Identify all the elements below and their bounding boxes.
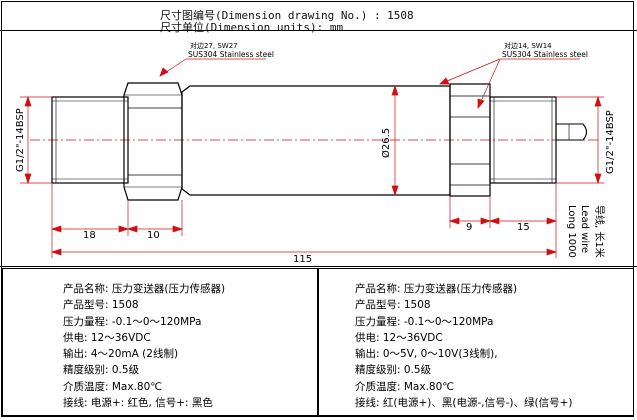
diameter-label: Ø26.5 [380,128,392,158]
header-rule [0,30,637,31]
spec-line: 产品名称: 压力变送器(压力传感器) [355,283,518,295]
spec-line: 精度级别: 0.5级 [355,364,432,377]
spec-line: 介质温度: Max.80℃ [63,380,163,393]
dim-10: 10 [147,230,160,241]
lead-wire-cn: 导线, 长1米 [593,205,606,258]
diameter-dimension [391,84,399,197]
spec-line: 精度级别: 0.5级 [63,364,140,377]
right-thread-spec: G1/2"-14BSP [605,110,616,174]
thread-dimension-lines [20,95,604,185]
left-thread-spec: G1/2"-14BSP [15,108,26,172]
dim-9: 9 [466,222,472,233]
drawing-number-line: 尺寸图编号(Dimension drawing No.) : 1508 [160,9,414,22]
right-spanner-size: 对边14, SW14 [504,41,552,50]
right-material-label: SUS304 Stainless steel [502,50,588,59]
lead-wire-en-1: Lead wire [579,205,590,253]
left-material-label: SUS304 Stainless steel [188,50,274,59]
length-dimension-lines [50,217,558,256]
section-rule [0,266,637,267]
spec-line: 供电: 12～36VDC [63,331,151,344]
spec-line: 压力量程: -0.1～0～120MPa [355,315,494,328]
left-hex-nut [123,82,183,201]
dim-15: 15 [517,222,530,233]
spec-list-right: 产品名称: 压力变送器(压力传感器) 产品型号: 1508 压力量程: -0.1… [355,281,572,411]
lead-wire-cable [555,123,588,141]
spec-line: 接线: 红(电源+)、黑(电源-,信号-)、绿(信号+) [355,397,573,410]
left-spanner-size: 对边27, SW27 [190,41,238,50]
dim-18: 18 [83,230,96,241]
spec-list-left: 产品名称: 压力变送器(压力传感器) 产品型号: 1508 压力量程: -0.1… [63,281,225,411]
spec-line: 输出: 0～5V, 0～10V(3线制), [355,348,498,361]
spec-line: 产品型号: 1508 [63,299,139,312]
spec-panel-current-output: 产品名称: 压力变送器(压力传感器) 产品型号: 1508 压力量程: -0.1… [2,268,318,416]
main-body [181,85,451,196]
spec-line: 接线: 电源+: 红色, 信号+: 黑色 [63,397,213,410]
spec-line: 供电: 12～36VDC [355,331,443,344]
spec-line: 产品型号: 1508 [355,299,431,312]
spec-line: 产品名称: 压力变送器(压力传感器) [63,283,226,295]
spec-line: 输出: 4～20mA (2线制) [63,348,179,361]
dim-115: 115 [293,254,312,265]
callout-leaders [159,58,580,109]
lead-wire-en-2: Long 1000 [566,205,577,258]
extension-lines [51,183,557,258]
spec-line: 介质温度: Max.80℃ [355,380,455,393]
spec-panel-voltage-output: 产品名称: 压力变送器(压力传感器) 产品型号: 1508 压力量程: -0.1… [318,268,634,416]
spec-line: 压力量程: -0.1～0～120MPa [63,315,202,328]
sensor-dimension-drawing: 对边27, SW27 SUS304 Stainless steel 对边14, … [15,41,616,265]
